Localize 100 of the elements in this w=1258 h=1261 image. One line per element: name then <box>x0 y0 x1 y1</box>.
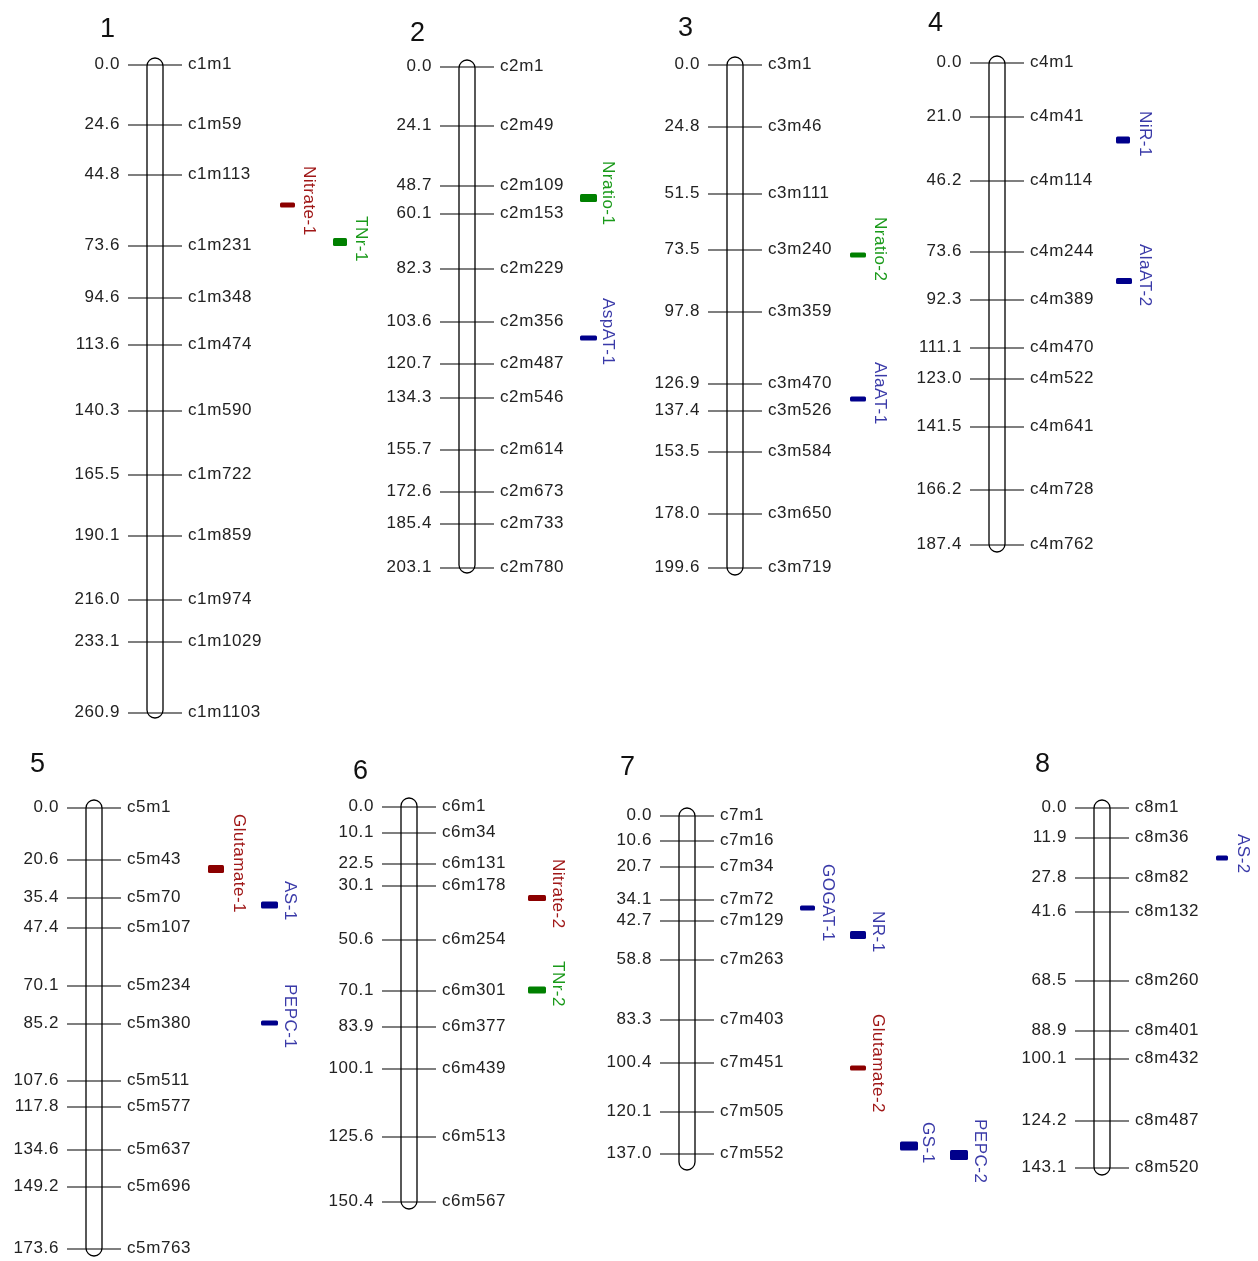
marker-label: c3m470 <box>768 373 833 393</box>
position-label: 35.4 <box>22 887 59 907</box>
marker-label: c1m474 <box>188 334 253 354</box>
position-label: 123.0 <box>915 368 962 388</box>
qtl-label: TNr-2 <box>549 961 567 1007</box>
position-label: 50.6 <box>337 929 374 949</box>
marker-label: c2m780 <box>500 557 565 577</box>
marker-label: c1m859 <box>188 525 253 545</box>
marker-label: c6m439 <box>442 1058 507 1078</box>
marker-label: c4m114 <box>1030 170 1093 190</box>
marker-label: c5m380 <box>127 1013 192 1033</box>
marker-label: c7m16 <box>720 830 775 850</box>
marker-label: c2m109 <box>500 175 565 195</box>
position-label: 137.4 <box>653 400 700 420</box>
marker-label: c5m70 <box>127 887 182 907</box>
marker-label: c3m1 <box>768 54 812 74</box>
chromosome-number: 3 <box>678 12 694 42</box>
position-label: 141.5 <box>915 416 962 436</box>
position-label: 48.7 <box>395 175 432 195</box>
marker-label: c5m763 <box>127 1238 192 1258</box>
marker-label: c1m590 <box>188 400 253 420</box>
chromosome-number: 6 <box>353 755 369 785</box>
chromosome-number: 2 <box>410 17 426 47</box>
qtl-label: PEPC-1 <box>281 984 299 1049</box>
chromosome-number: 4 <box>928 7 944 37</box>
position-label: 134.3 <box>385 387 432 407</box>
position-label: 11.9 <box>1031 827 1067 847</box>
position-label: 134.6 <box>12 1139 59 1159</box>
position-label: 70.1 <box>22 975 59 995</box>
marker-label: c7m552 <box>720 1143 785 1163</box>
position-label: 34.1 <box>615 889 652 909</box>
marker-label: c1m1029 <box>188 631 263 651</box>
qtl-label: Glutamate-1 <box>230 814 248 914</box>
marker-label: c8m1 <box>1135 797 1179 817</box>
marker-label: c7m34 <box>720 856 775 876</box>
chromosome-number: 1 <box>100 13 116 43</box>
position-label: 117.8 <box>13 1096 59 1116</box>
position-label: 60.1 <box>395 203 432 223</box>
marker-label: c2m153 <box>500 203 565 223</box>
marker-label: c8m520 <box>1135 1157 1200 1177</box>
qtl-label: GS-1 <box>919 1122 937 1164</box>
qtl-label: AS-2 <box>1234 834 1252 874</box>
marker-label: c8m36 <box>1135 827 1190 847</box>
marker-label: c8m260 <box>1135 970 1200 990</box>
chromosome-number: 7 <box>620 751 636 781</box>
marker-label: c7m263 <box>720 949 785 969</box>
marker-label: c6m513 <box>442 1126 507 1146</box>
position-label: 165.5 <box>73 464 120 484</box>
position-label: 185.4 <box>385 513 432 533</box>
marker-label: c3m526 <box>768 400 833 420</box>
marker-label: c1m59 <box>188 114 243 134</box>
marker-label: c2m614 <box>500 439 565 459</box>
position-label: 88.9 <box>1030 1020 1067 1040</box>
qtl-label: NR-1 <box>869 911 887 953</box>
marker-label: c8m132 <box>1135 901 1200 921</box>
qtl-label: Nitrate-2 <box>549 859 567 929</box>
position-label: 0.0 <box>32 797 59 817</box>
marker-label: c2m49 <box>500 115 555 135</box>
position-label: 41.6 <box>1030 901 1067 921</box>
position-label: 149.2 <box>12 1176 59 1196</box>
marker-label: c1m348 <box>188 287 253 307</box>
marker-label: c3m46 <box>768 116 823 136</box>
position-label: 173.6 <box>12 1238 59 1258</box>
marker-label: c2m733 <box>500 513 565 533</box>
position-label: 10.1 <box>337 822 374 842</box>
marker-label: c5m43 <box>127 849 182 869</box>
marker-label: c6m131 <box>442 853 507 873</box>
marker-label: c5m234 <box>127 975 192 995</box>
position-label: 190.1 <box>73 525 120 545</box>
qtl-label: Nratio-1 <box>599 161 617 226</box>
qtl-label: Nitrate-1 <box>300 166 318 236</box>
position-label: 51.5 <box>663 183 700 203</box>
position-label: 126.9 <box>653 373 700 393</box>
position-label: 172.6 <box>385 481 432 501</box>
marker-label: c7m403 <box>720 1009 785 1029</box>
marker-label: c4m470 <box>1030 337 1095 357</box>
qtl-label: PEPC-2 <box>971 1119 989 1184</box>
position-label: 24.1 <box>395 115 432 135</box>
position-label: 120.7 <box>385 353 432 373</box>
marker-label: c4m641 <box>1030 416 1095 436</box>
marker-label: c2m487 <box>500 353 565 373</box>
marker-label: c6m301 <box>442 980 507 1000</box>
position-label: 178.0 <box>653 503 700 523</box>
position-label: 140.3 <box>73 400 120 420</box>
position-label: 187.4 <box>915 534 962 554</box>
marker-label: c5m1 <box>127 797 171 817</box>
position-label: 21.0 <box>925 106 962 126</box>
position-label: 30.1 <box>337 875 374 895</box>
position-label: 85.2 <box>22 1013 59 1033</box>
position-label: 70.1 <box>337 980 374 1000</box>
position-label: 143.1 <box>1020 1157 1067 1177</box>
position-label: 94.6 <box>83 287 120 307</box>
qtl-label: AS-1 <box>281 881 299 921</box>
position-label: 124.2 <box>1020 1110 1067 1130</box>
marker-label: c7m1 <box>720 805 764 825</box>
position-label: 103.6 <box>385 311 432 331</box>
marker-label: c7m72 <box>720 889 775 909</box>
marker-label: c3m111 <box>768 183 830 203</box>
position-label: 216.0 <box>73 589 120 609</box>
marker-label: c2m1 <box>500 56 544 76</box>
